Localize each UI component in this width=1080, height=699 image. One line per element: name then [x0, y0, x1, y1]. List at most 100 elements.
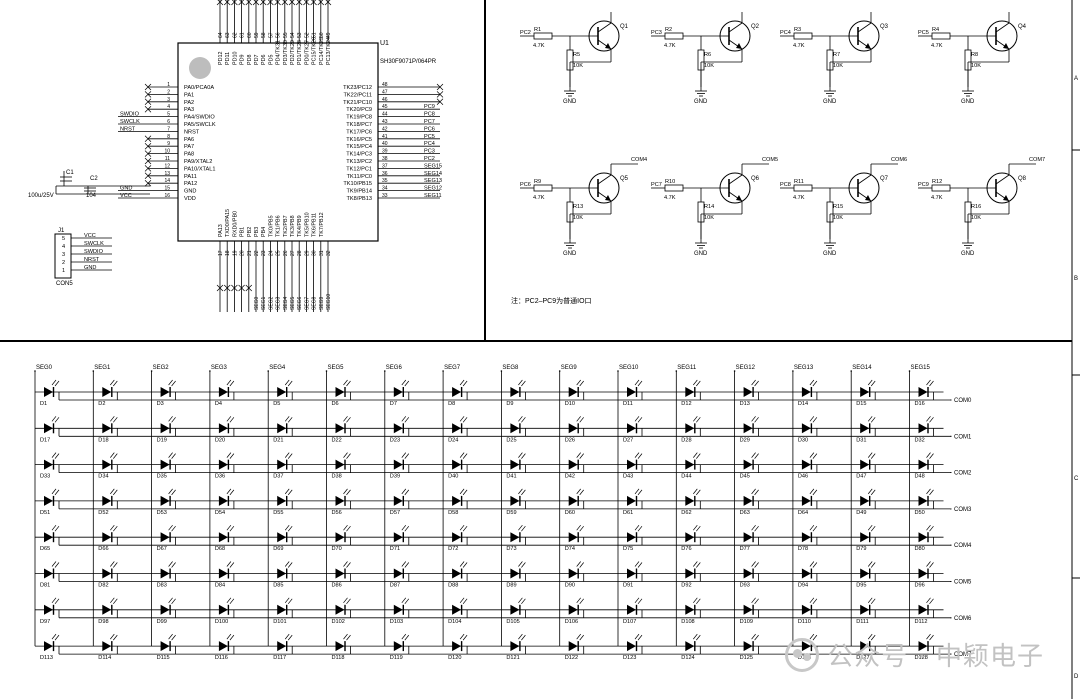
pin-name: TXD0/PA15 [225, 209, 231, 237]
base-resistor-value: 4.7K [931, 195, 943, 201]
pin-name: PA7 [184, 144, 194, 150]
led-emission-arrow [518, 488, 523, 495]
transistor-ref: Q1 [620, 24, 629, 30]
led-emission-arrow [401, 561, 407, 567]
c1-value: 100u/25V [28, 193, 54, 199]
led-d7: D7 [390, 379, 410, 407]
led-emission-arrow [226, 561, 232, 567]
emitter-arrow [1003, 43, 1009, 49]
pin-name: TK6/PB11 [312, 213, 318, 237]
led-emission-arrow [926, 524, 931, 531]
transistor-ref: Q3 [880, 24, 889, 30]
led-emission-arrow [696, 453, 701, 459]
transistor-body [588, 20, 620, 52]
pin-number: 46 [382, 97, 388, 103]
ground-label: GND [694, 99, 708, 105]
pin-name: PD8 [247, 55, 253, 65]
com-output-net: COM7 [1029, 157, 1045, 163]
led-emission-arrow [110, 488, 115, 495]
led-emission-arrow [287, 489, 293, 496]
pin-number: 5 [167, 112, 170, 118]
led-emission-arrow [576, 597, 581, 604]
led-ref: D27 [623, 437, 633, 443]
led-ref: D21 [273, 437, 283, 443]
net-label: SEG8 [312, 296, 318, 310]
led-d38: D38 [332, 452, 351, 480]
pin-number: 58 [261, 32, 267, 38]
pin-number: 22 [254, 250, 260, 256]
transistor-ref: Q8 [1018, 176, 1027, 182]
led-d79: D79 [856, 524, 876, 552]
led-d35: D35 [157, 452, 177, 480]
led-emission-arrow [54, 489, 60, 496]
led-d32: D32 [915, 416, 934, 443]
led-anode-triangle [568, 495, 578, 506]
led-ref: D83 [157, 583, 167, 589]
led-d65: D65 [40, 524, 60, 552]
led-ref: D123 [623, 655, 636, 661]
led-ref: D61 [623, 510, 633, 516]
ground-label: GND [563, 99, 577, 105]
led-d97: D97 [40, 597, 60, 625]
pin-number: 63 [225, 32, 231, 38]
led-d75: D75 [623, 524, 643, 552]
led-ref: D44 [681, 474, 691, 480]
ground-label: GND [823, 251, 837, 257]
led-anode-triangle [743, 495, 753, 506]
pin-name: TK2/PB7 [283, 215, 289, 237]
led-emission-arrow [696, 417, 701, 423]
led-emission-arrow [229, 417, 235, 423]
led-d68: D68 [215, 524, 235, 552]
led-ref: D41 [506, 474, 516, 480]
pin-name: PA12 [184, 181, 197, 187]
led-d54: D54 [215, 488, 235, 516]
led-anode-triangle [218, 532, 228, 543]
led-emission-arrow [870, 489, 876, 496]
led-d30: D30 [798, 416, 818, 443]
base-resistor-ref: R2 [665, 27, 672, 33]
mcu-ref: U1 [380, 40, 389, 47]
led-d81: D81 [40, 561, 60, 589]
led-emission-arrow [343, 416, 348, 422]
connector-net: SWCLK [84, 241, 104, 247]
led-d59: D59 [506, 488, 526, 516]
led-anode-triangle [627, 532, 636, 543]
led-anode-triangle [743, 568, 753, 579]
led-d8: D8 [448, 379, 468, 407]
junction-dot [34, 370, 36, 372]
no-connect-mark [295, 0, 302, 6]
led-emission-arrow [751, 452, 756, 458]
led-emission-arrow [343, 452, 348, 458]
pin-number: 1 [167, 82, 170, 88]
led-emission-arrow [518, 633, 523, 640]
pin-number: 29 [304, 250, 310, 256]
led-d115: D115 [157, 633, 177, 661]
com-output-net: COM4 [631, 157, 647, 163]
pin-name: TK18/PC7 [346, 122, 372, 128]
led-d119: D119 [390, 633, 410, 661]
led-ref: D102 [332, 619, 345, 625]
watermark-text: 公众号 · 中颖电子 [827, 642, 1044, 672]
led-ref: D45 [740, 474, 750, 480]
led-emission-arrow [462, 562, 468, 568]
pin-name: PD10 [232, 52, 238, 66]
net-label: SEG7 [304, 296, 310, 310]
led-ref: D32 [915, 437, 925, 443]
transistor-body [848, 172, 880, 204]
led-d121: D121 [506, 633, 526, 661]
led-emission-arrow [113, 634, 118, 641]
led-d118: D118 [332, 633, 351, 661]
led-emission-arrow [346, 525, 351, 532]
led-anode-triangle [627, 459, 636, 470]
led-emission-arrow [754, 453, 759, 459]
pin-name: PA11 [184, 174, 197, 180]
com-label: COM2 [954, 471, 972, 477]
led-emission-arrow [346, 453, 351, 459]
led-d15: D15 [856, 379, 876, 407]
led-emission-arrow [696, 489, 701, 496]
led-ref: D15 [856, 401, 866, 407]
pin-number: 25 [276, 250, 282, 256]
led-d123: D123 [623, 633, 643, 661]
